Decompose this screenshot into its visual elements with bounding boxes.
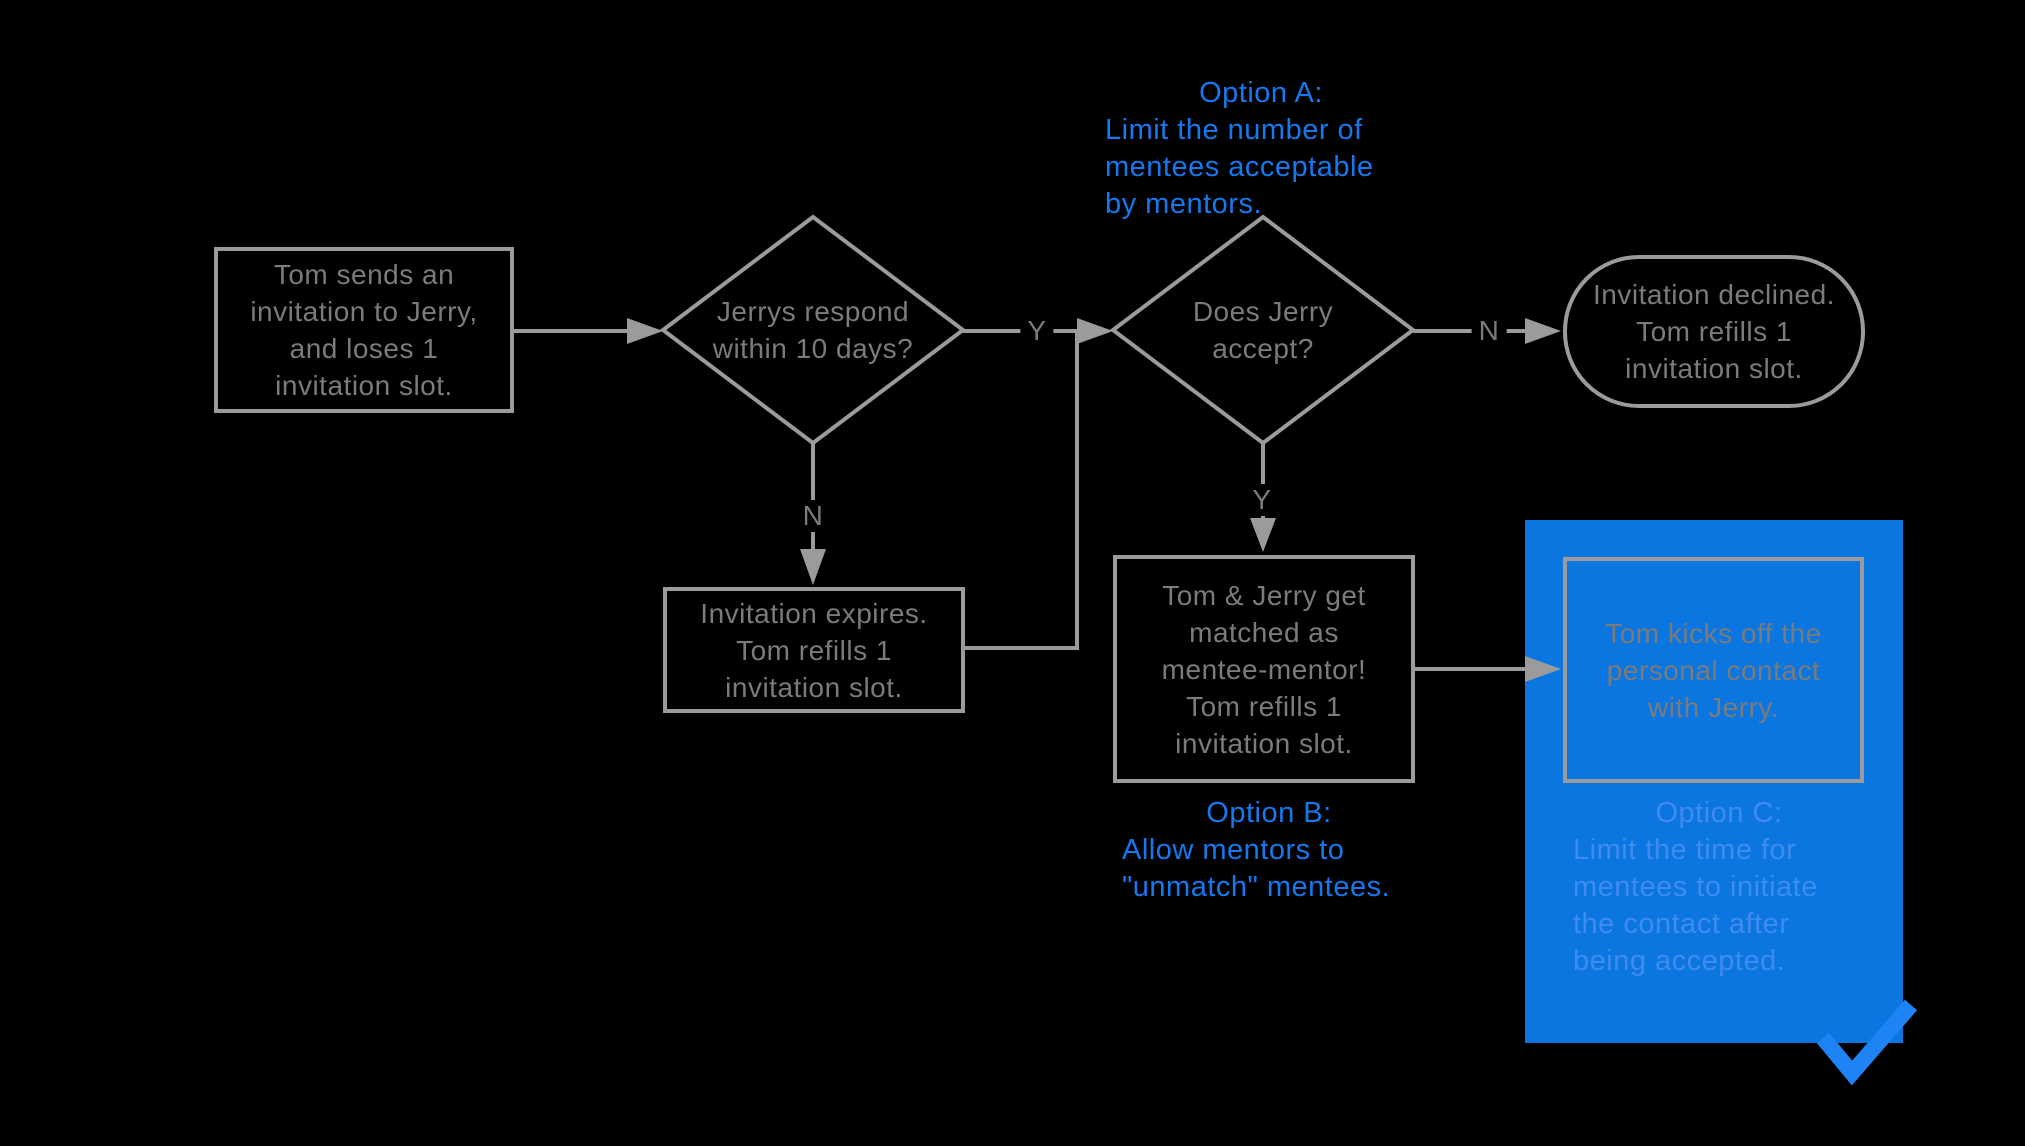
label-accept-yes: Y (1245, 484, 1279, 516)
node-matched-line: Tom & Jerry get (1162, 579, 1366, 611)
option-a-line: Limit the number of (1105, 114, 1363, 146)
option-c-title: Option C: (1655, 797, 1783, 829)
arrowhead-into-expires (800, 549, 826, 585)
option-c-line: the contact after (1573, 908, 1790, 940)
node-declined-line: invitation slot. (1625, 353, 1803, 384)
node-declined-line: Tom refills 1 (1636, 316, 1792, 347)
option-c-note: Option C: Limit the time for mentees to … (1573, 795, 1865, 980)
accept-line: Does Jerry (1192, 296, 1334, 327)
label-respond-yes: Y (1020, 315, 1054, 347)
respond-line: within 10 days? (712, 333, 914, 364)
option-a-note: Option A: Limit the number of mentees ac… (1105, 75, 1417, 223)
option-b-line: Allow mentors to (1122, 834, 1345, 866)
node-matched-line: matched as (1189, 616, 1339, 648)
node-kickoff-line: Tom kicks off the (1605, 617, 1822, 649)
node-start-line: invitation slot. (275, 370, 453, 401)
node-kickoff: Tom kicks off the personal contact with … (1563, 557, 1864, 783)
accept-line: accept? (1212, 333, 1314, 364)
node-start: Tom sends an invitation to Jerry, and lo… (214, 247, 514, 413)
node-expires: Invitation expires. Tom refills 1 invita… (663, 587, 965, 713)
option-c-line: being accepted. (1573, 945, 1786, 977)
arrowhead-into-respond (627, 318, 663, 344)
option-c-line: mentees to initiate (1573, 871, 1818, 903)
node-accept-decision-label: Does Jerry accept? (1113, 293, 1413, 367)
option-a-title: Option A: (1199, 77, 1323, 109)
option-b-line: "unmatch" mentees. (1122, 871, 1391, 903)
label-respond-no: N (795, 500, 831, 532)
arrowhead-into-matched (1250, 518, 1276, 552)
node-declined-line: Invitation declined. (1593, 279, 1835, 310)
node-expires-line: Invitation expires. (700, 597, 928, 629)
node-matched-line: mentee-mentor! (1161, 653, 1367, 685)
respond-line: Jerrys respond (716, 296, 910, 327)
option-b-note: Option B: Allow mentors to "unmatch" men… (1122, 795, 1416, 906)
node-kickoff-line: with Jerry. (1648, 691, 1779, 723)
node-start-line: and loses 1 (289, 333, 439, 364)
node-matched: Tom & Jerry get matched as mentee-mentor… (1113, 555, 1415, 783)
node-kickoff-line: personal contact (1606, 654, 1821, 686)
arrowhead-into-declined (1525, 318, 1561, 344)
node-expires-line: Tom refills 1 (736, 634, 892, 666)
node-start-line: Tom sends an (273, 259, 455, 290)
option-a-line: by mentors. (1105, 188, 1262, 220)
node-start-line: invitation to Jerry, (250, 296, 478, 327)
node-respond-decision-label: Jerrys respond within 10 days? (663, 293, 963, 367)
node-matched-line: Tom refills 1 (1186, 690, 1342, 722)
option-b-title: Option B: (1206, 797, 1332, 829)
edge-expires-elbow (965, 331, 1079, 650)
label-accept-no: N (1471, 315, 1507, 347)
option-c-line: Limit the time for (1573, 834, 1797, 866)
node-declined: Invitation declined. Tom refills 1 invit… (1563, 255, 1865, 408)
node-expires-line: invitation slot. (725, 671, 903, 703)
arrowhead-into-accept (1077, 318, 1113, 344)
node-matched-line: invitation slot. (1175, 727, 1353, 759)
option-a-line: mentees acceptable (1105, 151, 1374, 183)
